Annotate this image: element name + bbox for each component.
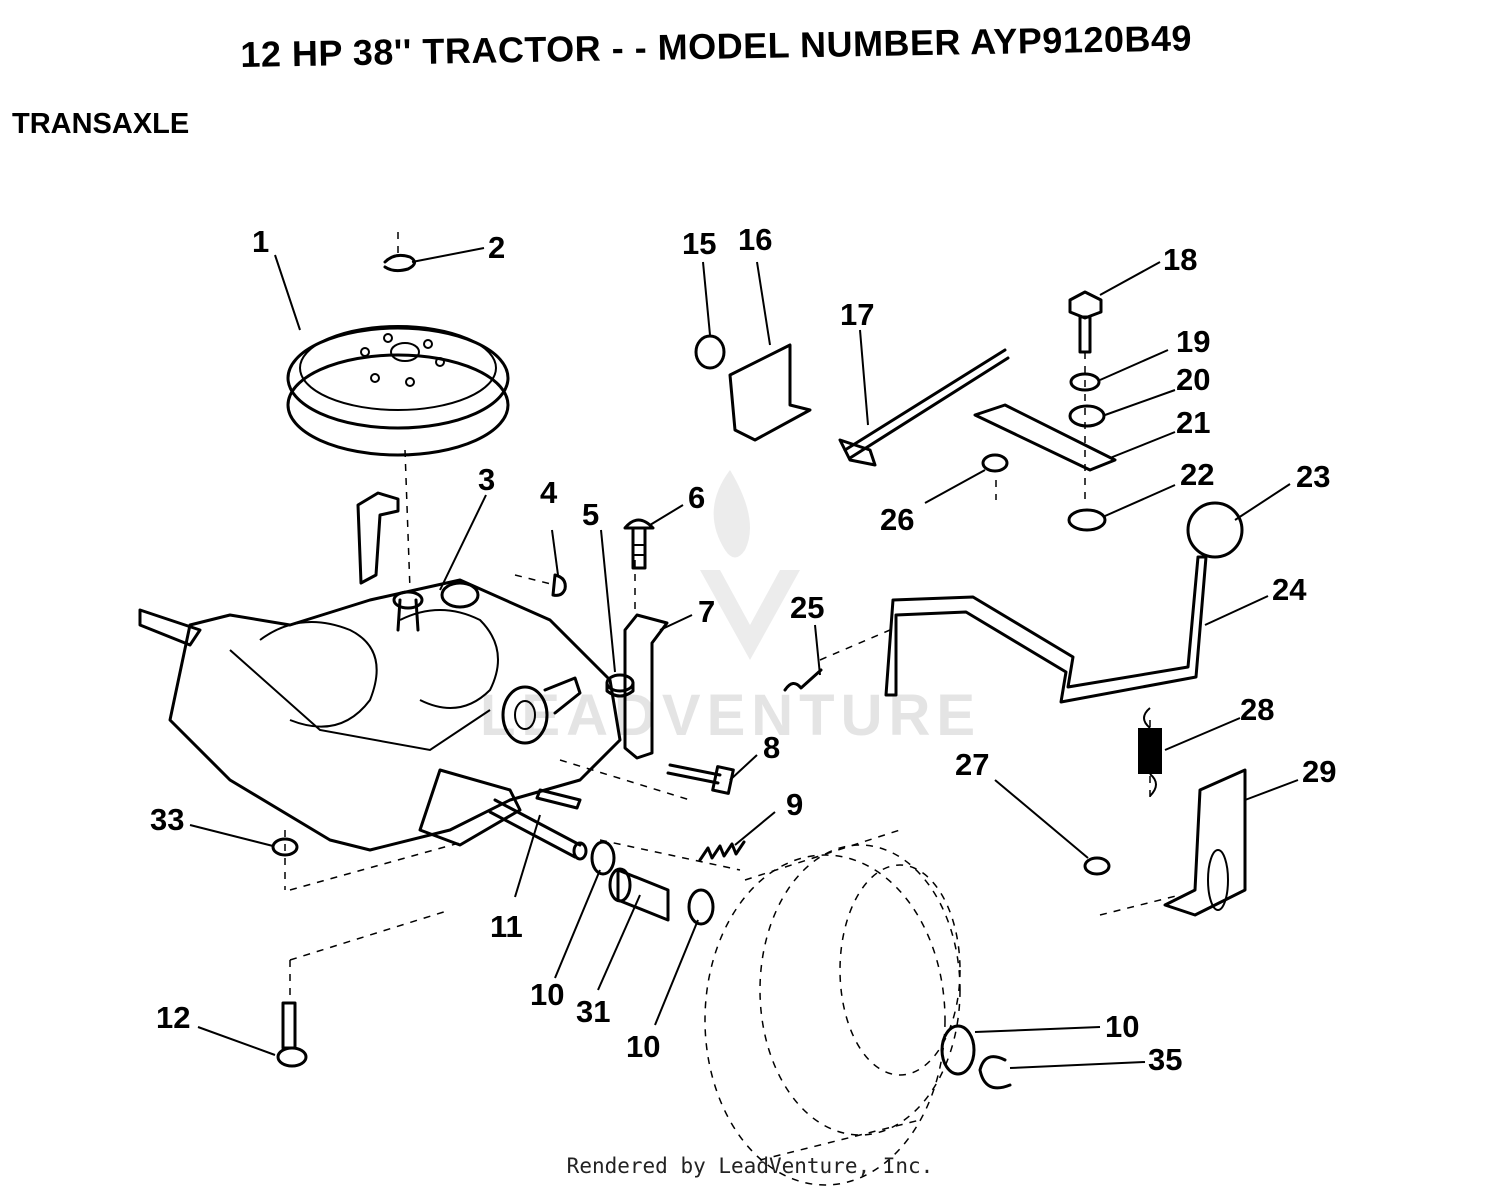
callout-10-right: 10 <box>1105 1009 1139 1044</box>
callout-16: 16 <box>738 222 772 257</box>
callout-15: 15 <box>682 226 716 261</box>
washer <box>590 840 616 876</box>
footer-credit: Rendered by LeadVenture, Inc. <box>566 1154 934 1178</box>
retaining-ring <box>383 253 416 273</box>
lock-washer <box>1069 372 1101 392</box>
watermark: LEADVENTURE <box>480 470 981 748</box>
watermark-text: LEADVENTURE <box>480 683 981 748</box>
wheel <box>704 829 961 1186</box>
flat-washer <box>1068 404 1106 428</box>
hex-nut <box>271 837 299 857</box>
shift-lever <box>884 555 1208 704</box>
callout-23: 23 <box>1296 459 1330 494</box>
callout-1: 1 <box>252 224 269 259</box>
callout-26: 26 <box>880 502 914 537</box>
callout-25: 25 <box>790 590 824 625</box>
hex-nut <box>981 453 1009 473</box>
callout-12: 12 <box>156 1000 190 1035</box>
pulley <box>286 325 510 457</box>
callout-10-center: 10 <box>626 1029 660 1064</box>
callout-10-left: 10 <box>530 977 564 1012</box>
woodruff-key <box>551 573 567 597</box>
callout-19: 19 <box>1176 324 1210 359</box>
callouts: 1 2 3 4 5 6 7 8 9 10 10 10 11 12 15 16 1… <box>150 222 1336 1077</box>
callout-5: 5 <box>582 497 599 532</box>
callout-3: 3 <box>478 462 495 497</box>
leader-lines <box>189 247 1299 1069</box>
cotter-pin <box>783 668 823 692</box>
callout-2: 2 <box>488 230 505 265</box>
shift-knob <box>1186 501 1244 559</box>
hex-nut <box>1083 856 1111 876</box>
square-washer <box>1067 508 1107 532</box>
spacer <box>608 867 670 922</box>
hex-bolt <box>1068 290 1103 354</box>
hex-nut <box>605 673 635 698</box>
section-title: TRANSAXLE <box>12 108 190 140</box>
callout-24: 24 <box>1272 572 1307 607</box>
shift-rod <box>838 348 1010 467</box>
callout-18: 18 <box>1163 242 1197 277</box>
washer <box>694 334 726 370</box>
axle-key <box>535 788 582 810</box>
callout-22: 22 <box>1180 457 1214 492</box>
callout-6: 6 <box>688 480 705 515</box>
hex-bolt <box>666 763 735 795</box>
callout-35: 35 <box>1148 1042 1182 1077</box>
callout-31: 31 <box>576 994 610 1029</box>
shift-bracket <box>623 613 669 760</box>
support-bracket <box>1163 768 1247 917</box>
assembly-lines <box>284 232 1181 1000</box>
callout-7: 7 <box>698 594 715 629</box>
e-clip <box>978 1055 1012 1090</box>
callout-29: 29 <box>1302 754 1336 789</box>
extension-spring <box>1138 707 1162 797</box>
callout-4: 4 <box>540 475 558 510</box>
callout-17: 17 <box>840 297 874 332</box>
transaxle <box>138 491 622 861</box>
callout-8: 8 <box>763 730 780 765</box>
callout-33: 33 <box>150 802 184 837</box>
callout-21: 21 <box>1176 405 1210 440</box>
washer <box>687 888 715 926</box>
washer <box>940 1024 976 1076</box>
bolt <box>276 1001 308 1068</box>
angle-bracket <box>728 343 812 442</box>
link-plate <box>973 403 1117 472</box>
callout-28: 28 <box>1240 692 1274 727</box>
callout-20: 20 <box>1176 362 1210 397</box>
callout-9: 9 <box>786 787 803 822</box>
spring <box>698 840 746 862</box>
callout-27: 27 <box>955 747 989 782</box>
carriage-bolt <box>623 518 655 570</box>
callout-11: 11 <box>490 909 523 944</box>
